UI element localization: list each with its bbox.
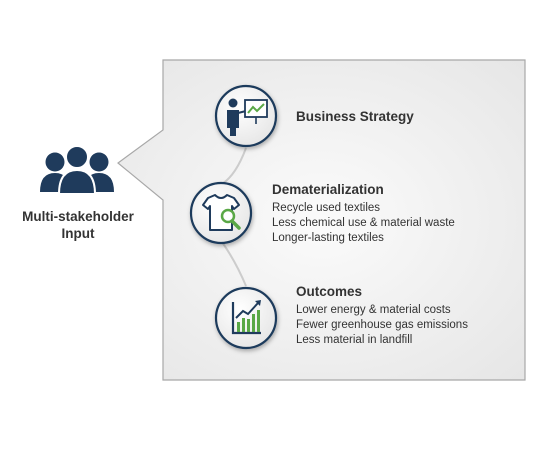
stakeholder-label-line1: Multi-stakeholder (22, 209, 134, 224)
step-item: Longer-lasting textiles (272, 232, 384, 244)
step-title-outcomes: Outcomes (296, 284, 363, 299)
step-item: Less material in landfill (296, 334, 413, 346)
shirt-magnifier-icon (189, 181, 253, 245)
stakeholder-label: Multi-stakeholder Input (4, 208, 152, 242)
presentation-chart-icon (214, 84, 278, 148)
step-title-dematerialization: Dematerialization (272, 182, 384, 197)
step-item: Recycle used textiles (272, 202, 381, 214)
people-group-icon (40, 145, 114, 195)
stakeholder-label-line2: Input (61, 226, 95, 241)
step-title-business-strategy: Business Strategy (296, 109, 414, 124)
step-item: Less chemical use & material waste (272, 217, 455, 229)
growth-chart-icon (214, 286, 278, 350)
step-item: Fewer greenhouse gas emissions (296, 319, 468, 331)
speech-bubble-panel (117, 59, 526, 381)
step-item: Lower energy & material costs (296, 304, 451, 316)
